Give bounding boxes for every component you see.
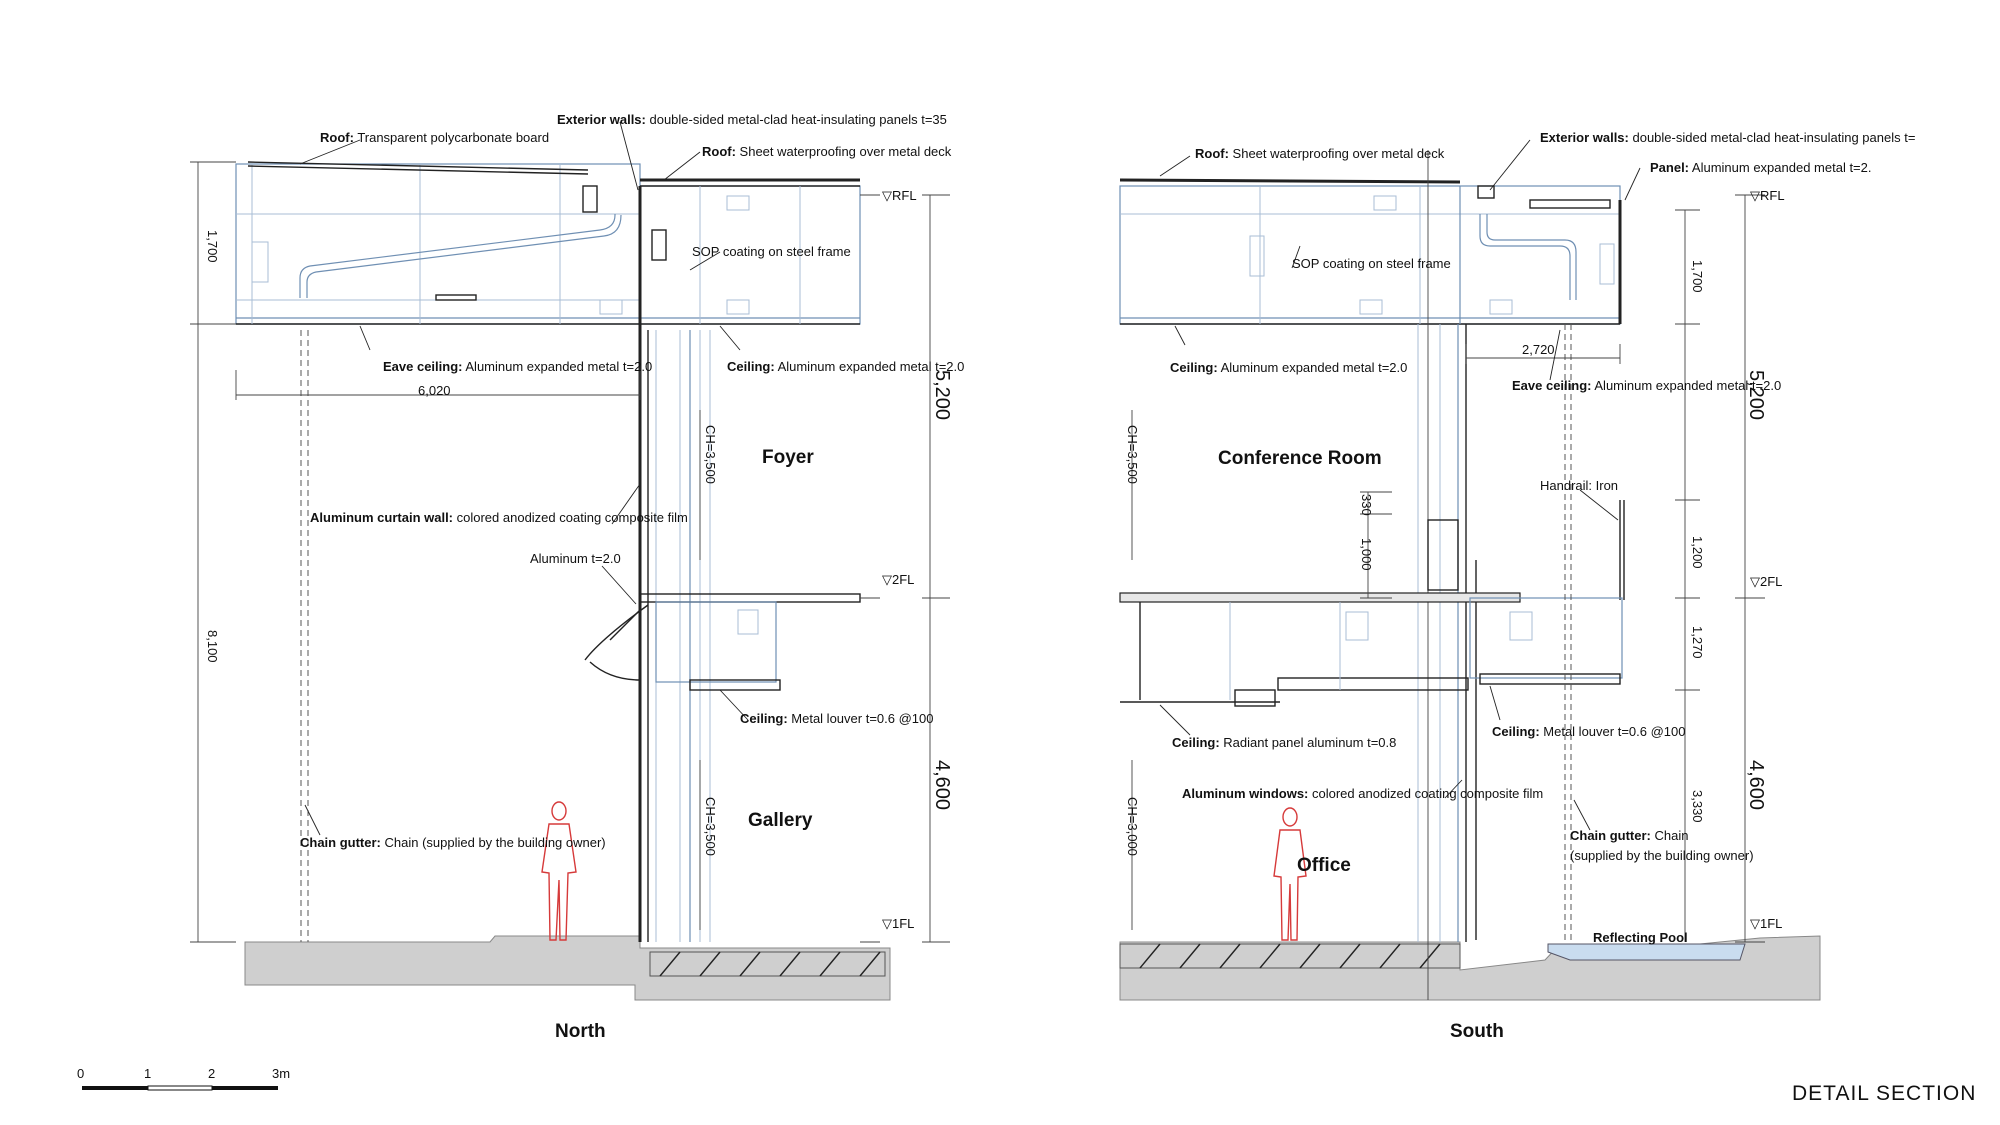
drawing-title: DETAIL SECTION bbox=[1792, 1082, 1976, 1105]
south-label-exterior-walls: Exterior walls: double-sided metal-clad … bbox=[1540, 130, 1915, 145]
north-label-exterior-walls: Exterior walls: double-sided metal-clad … bbox=[557, 112, 947, 127]
north-main-roof bbox=[599, 178, 861, 325]
north-room-foyer: Foyer bbox=[762, 447, 814, 468]
north-gutter-chain bbox=[300, 330, 309, 942]
north-roof-box bbox=[235, 161, 641, 325]
south-structure bbox=[1417, 150, 1625, 1000]
north-person-figure bbox=[541, 801, 577, 941]
south-label-chain-gutter: Chain gutter: Chain bbox=[1570, 828, 1688, 843]
south-dim-1000: 1,000 bbox=[1359, 538, 1374, 571]
south-label-roof-sheet: Roof: Sheet waterproofing over metal dec… bbox=[1195, 146, 1445, 161]
north-caption: North bbox=[555, 1021, 606, 1042]
south-slab-hatch bbox=[1119, 943, 1461, 969]
north-level-rfl: ▽RFL bbox=[882, 188, 917, 203]
north-dimensions bbox=[190, 161, 950, 943]
north-label-sop: SOP coating on steel frame bbox=[692, 244, 851, 259]
south-label-ceiling-radiant: Ceiling: Radiant panel aluminum t=0.8 bbox=[1172, 735, 1396, 750]
south-dim-eave: 2,720 bbox=[1522, 342, 1555, 357]
scale-tick-0: 0 bbox=[77, 1066, 84, 1081]
north-second-floor bbox=[584, 593, 861, 691]
north-dim-ch-gallery: CH=3,500 bbox=[703, 797, 718, 856]
south-room-conference: Conference Room bbox=[1218, 448, 1382, 469]
south-label-windows: Aluminum windows: colored anodized coati… bbox=[1182, 786, 1543, 801]
south-label-panel: Panel: Aluminum expanded metal t=2. bbox=[1650, 160, 1872, 175]
north-dim-total-height: 8,100 bbox=[205, 630, 220, 663]
scale-tick-1: 1 bbox=[144, 1066, 151, 1081]
north-level-1fl: ▽1FL bbox=[882, 916, 914, 931]
north-dim-roof-height: 1,700 bbox=[205, 230, 220, 263]
north-label-roof-polycarbonate: Roof: Transparent polycarbonate board bbox=[320, 130, 549, 145]
south-leaders bbox=[1159, 139, 1641, 831]
north-level-2fl: ▽2FL bbox=[882, 572, 914, 587]
north-dim-lower: 4,600 bbox=[931, 760, 953, 810]
north-section: Roof: Transparent polycarbonate board Ex… bbox=[190, 112, 964, 1042]
north-leaders bbox=[299, 121, 749, 836]
north-label-curtain-wall: Aluminum curtain wall: colored anodized … bbox=[310, 510, 688, 525]
north-dim-upper: 5,200 bbox=[931, 370, 953, 420]
south-room-office: Office bbox=[1297, 855, 1351, 876]
south-level-rfl: ▽RFL bbox=[1750, 188, 1785, 203]
south-dim-upper: 5,200 bbox=[1745, 370, 1767, 420]
south-level-2fl: ▽2FL bbox=[1750, 574, 1782, 589]
north-ground bbox=[244, 935, 891, 1001]
south-label-handrail: Handrail: Iron bbox=[1540, 478, 1618, 493]
south-roof-box bbox=[1119, 178, 1622, 325]
south-person-figure bbox=[1273, 807, 1307, 941]
south-caption: South bbox=[1450, 1021, 1504, 1042]
south-room-reflecting-pool: Reflecting Pool bbox=[1593, 930, 1688, 945]
south-level-1fl: ▽1FL bbox=[1750, 916, 1782, 931]
south-dim-ch-office: CH=3,000 bbox=[1125, 797, 1140, 856]
south-dim-1270: 1,270 bbox=[1690, 626, 1705, 659]
south-label-ceiling-louver: Ceiling: Metal louver t=0.6 @100 bbox=[1492, 724, 1685, 739]
south-dim-ch-conf: CH=3,500 bbox=[1125, 425, 1140, 484]
north-dim-eave: 6,020 bbox=[418, 383, 451, 398]
south-dim-roof-height: 1,700 bbox=[1690, 260, 1705, 293]
north-dim-ch-foyer: CH=3,500 bbox=[703, 425, 718, 484]
south-reflecting-pool bbox=[1547, 943, 1746, 961]
north-label-eave-ceiling: Eave ceiling: Aluminum expanded metal t=… bbox=[383, 359, 652, 374]
south-label-sop: SOP coating on steel frame bbox=[1292, 256, 1451, 271]
scale-bar: 0 1 2 3m bbox=[77, 1066, 290, 1091]
south-label-chain-gutter-2: (supplied by the building owner) bbox=[1570, 848, 1754, 863]
south-label-eave-ceiling: Eave ceiling: Aluminum expanded metal t=… bbox=[1512, 378, 1781, 393]
north-label-roof-sheet: Roof: Sheet waterproofing over metal dec… bbox=[702, 144, 952, 159]
north-slab-hatch bbox=[649, 951, 886, 977]
north-label-ceiling-expanded: Ceiling: Aluminum expanded metal t=2.0 bbox=[727, 359, 964, 374]
south-dimensions bbox=[1131, 194, 1765, 943]
south-second-floor bbox=[1119, 592, 1623, 707]
south-dim-lower: 4,600 bbox=[1745, 760, 1767, 810]
south-gutter-chain bbox=[1564, 324, 1572, 940]
north-label-aluminum: Aluminum t=2.0 bbox=[530, 551, 621, 566]
scale-tick-3: 3m bbox=[272, 1066, 290, 1081]
north-label-chain-gutter: Chain gutter: Chain (supplied by the bui… bbox=[300, 835, 606, 850]
north-room-gallery: Gallery bbox=[748, 810, 813, 831]
north-label-ceiling-louver: Ceiling: Metal louver t=0.6 @100 bbox=[740, 711, 933, 726]
south-section: Roof: Sheet waterproofing over metal dec… bbox=[1119, 130, 1915, 1042]
scale-tick-2: 2 bbox=[208, 1066, 215, 1081]
south-dim-3330: 3,330 bbox=[1690, 790, 1705, 823]
south-dim-1200: 1,200 bbox=[1690, 536, 1705, 569]
south-label-ceiling-expanded: Ceiling: Aluminum expanded metal t=2.0 bbox=[1170, 360, 1407, 375]
south-dim-330: 330 bbox=[1359, 494, 1374, 516]
